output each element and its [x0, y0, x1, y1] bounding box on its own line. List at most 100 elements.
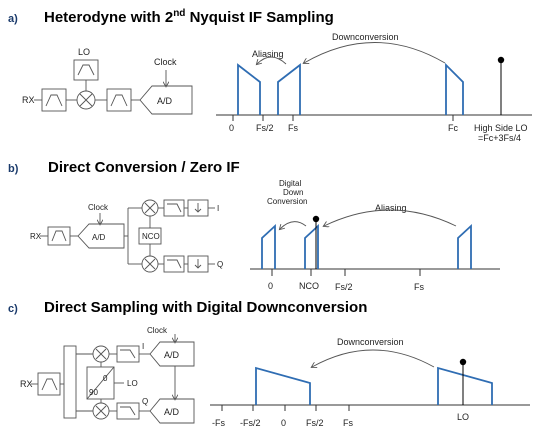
tick-label-b-nco: NCO	[299, 281, 319, 291]
i-label-c: I	[142, 342, 144, 351]
section-a-title-rest: Nyquist IF Sampling	[185, 9, 333, 26]
lo-marker-a	[497, 56, 505, 64]
section-a-title-sup: nd	[173, 8, 185, 19]
ddc-label-line3-b: Conversion	[267, 197, 307, 206]
rf-bandpass-filter-icon-a	[41, 88, 67, 112]
aliased-image-a2	[277, 63, 301, 115]
rf-bandpass-filter-icon-b	[47, 226, 71, 246]
lo-label-a: LO	[78, 47, 90, 57]
lo-label-line1-a: High Side LO	[474, 123, 528, 133]
section-c-block-diagram: RX 0 90 LO I	[20, 326, 195, 424]
adc-i-block-c	[149, 341, 195, 367]
downconversion-arrow-a	[304, 42, 446, 64]
lowpass-filter-i-icon-b	[163, 199, 185, 217]
section-c: c) Direct Sampling with Digital Downconv…	[8, 299, 530, 428]
lowpass-filter-q-icon-c	[116, 402, 140, 420]
tick-label-c-0: 0	[281, 418, 286, 428]
ddc-label-line2-b: Down	[283, 188, 303, 197]
aliased-image-a1	[237, 63, 261, 115]
q-label-c: Q	[142, 397, 148, 406]
aliasing-arrow-b	[324, 209, 457, 226]
section-a-title: Heterodyne with 2nd Nyquist IF Sampling	[44, 8, 334, 26]
lo-label-c: LO	[127, 379, 138, 388]
zero-label-c: 0	[103, 374, 108, 383]
rf-signal-c	[437, 366, 493, 405]
lowpass-filter-q-icon-b	[163, 255, 185, 273]
clock-label-a: Clock	[154, 57, 177, 67]
baseband-signal-c	[255, 366, 311, 405]
mixer-i-cross-c	[95, 348, 107, 360]
clock-label-c: Clock	[147, 326, 168, 335]
section-b-spectrum: 0 NCO Fs/2 Fs Digital Down Conversion Al…	[250, 179, 500, 292]
nco-marker-b	[312, 215, 320, 223]
tick-label-a-fs2: Fs/2	[256, 123, 274, 133]
tick-label-c-lo: LO	[457, 412, 469, 422]
phase-shifter-diagonal-c	[86, 366, 115, 400]
rf-bandpass-filter-icon-c	[37, 372, 61, 396]
rx-label-c: RX	[20, 379, 33, 389]
section-a-letter: a)	[8, 13, 18, 25]
bandpass-shape-a3	[110, 94, 128, 107]
mixer-q-cross-c	[95, 405, 107, 417]
lowpass-shape-q-c	[120, 406, 136, 416]
tick-label-a-0: 0	[229, 123, 234, 133]
downconversion-arrow-c	[312, 349, 435, 367]
lo-label-line2-a: =Fc+3Fs/4	[478, 133, 521, 143]
adc-i-label-c: A/D	[164, 350, 180, 360]
section-b: b) Direct Conversion / Zero IF RX A/D Cl…	[8, 159, 500, 292]
aliasing-label-a: Aliasing	[252, 49, 284, 59]
adc-label-a: A/D	[157, 96, 173, 106]
baseband-signal-b	[261, 223, 276, 269]
splitter-block-c	[63, 345, 77, 419]
if-bandpass-filter-icon-a	[106, 88, 132, 112]
decimator-arrow-i-b	[194, 203, 202, 213]
adc-q-block-c	[149, 398, 195, 424]
lowpass-shape-i-c	[120, 349, 136, 359]
ddc-label-line1-b: Digital	[279, 179, 301, 188]
clock-label-b: Clock	[88, 203, 109, 212]
adc-q-label-c: A/D	[164, 407, 180, 417]
section-a-spectrum: 0 Fs/2 Fs Fc High Side LO =Fc+3Fs/4 Alia…	[216, 32, 532, 143]
aliased-signal-b	[304, 223, 319, 269]
bandpass-shape-a1	[45, 94, 63, 107]
tick-label-a-fs: Fs	[288, 123, 298, 133]
lo-marker-c	[459, 358, 467, 366]
aliasing-label-b: Aliasing	[375, 203, 407, 213]
rf-signal-b	[457, 223, 472, 269]
ninety-label-c: 90	[89, 388, 98, 397]
section-c-letter: c)	[8, 303, 18, 315]
rf-signal-a	[445, 62, 464, 115]
section-a-title-main: Heterodyne with 2	[44, 9, 173, 26]
rx-label-b: RX	[30, 232, 42, 241]
lowpass-filter-i-icon-c	[116, 345, 140, 363]
mixer-q-cross-b	[144, 258, 156, 270]
adc-label-b: A/D	[92, 233, 106, 242]
lowpass-shape-i-b	[167, 203, 182, 213]
ddc-arrow-b	[280, 221, 307, 229]
rx-label-a: RX	[22, 95, 35, 105]
section-a-block-diagram: RX LO A/D Clock	[22, 47, 193, 115]
downconversion-label-c: Downconversion	[337, 337, 404, 347]
tick-label-b-fs: Fs	[414, 282, 424, 292]
i-label-b: I	[217, 204, 219, 213]
mixer-cross-a	[79, 93, 93, 107]
section-b-title: Direct Conversion / Zero IF	[48, 159, 240, 176]
mixer-i-cross-b	[144, 202, 156, 214]
section-b-block-diagram: RX A/D Clock NCO	[30, 199, 223, 273]
tick-label-a-fc: Fc	[448, 123, 458, 133]
nco-label-b: NCO	[142, 232, 160, 241]
tick-label-b-0: 0	[268, 281, 273, 291]
tick-label-b-fs2: Fs/2	[335, 282, 353, 292]
q-label-b: Q	[217, 260, 223, 269]
lowpass-shape-q-b	[167, 259, 182, 269]
section-c-title: Direct Sampling with Digital Downconvers…	[44, 299, 367, 316]
section-b-letter: b)	[8, 163, 19, 175]
downconversion-label-a: Downconversion	[332, 32, 399, 42]
tick-label-c-neg-fs: -Fs	[212, 418, 225, 428]
section-c-spectrum: -Fs -Fs/2 0 Fs/2 Fs LO Downconversion	[210, 337, 530, 428]
lo-filter-icon-a	[73, 59, 99, 81]
aliasing-arrow-a	[257, 56, 287, 64]
section-a: a) Heterodyne with 2nd Nyquist IF Sampli…	[8, 8, 532, 143]
bandpass-shape-c1	[41, 378, 58, 391]
